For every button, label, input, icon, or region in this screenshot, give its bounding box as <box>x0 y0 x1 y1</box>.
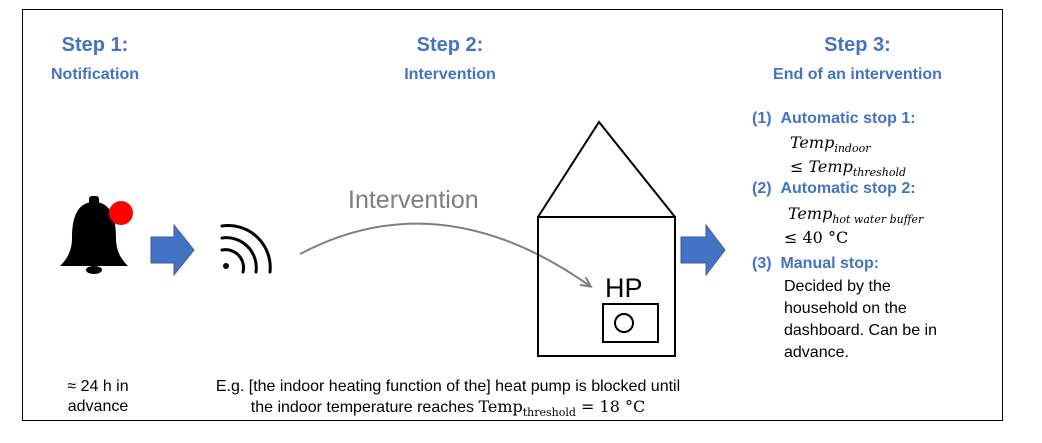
stop-2-lhs: Temphot water buffer <box>788 204 924 227</box>
stop-3-heading: (3) Manual stop: <box>752 255 879 273</box>
step-3-subtitle: End of an intervention <box>773 66 942 83</box>
heat-pump-label: HP <box>605 273 643 303</box>
intervention-example-text: E.g. [the indoor heating function of the… <box>215 378 681 420</box>
notification-lead-time: ≈ 24 h in advance <box>67 378 129 415</box>
block-arrow-2-icon <box>680 223 726 277</box>
step-1-title: Step 1: <box>61 34 129 56</box>
stop-2-heading: (2) Automatic stop 2: <box>752 180 916 198</box>
stop-3-description: Decided by the household on the dashboar… <box>784 278 937 361</box>
house-icon <box>537 120 676 357</box>
stop-1-rhs: ≤ Tempthreshold <box>790 157 906 180</box>
stop-1-lhs: Tempindoor <box>790 133 871 156</box>
stop-3-number: (3) <box>752 255 772 272</box>
stop-2-number: (2) <box>752 180 772 197</box>
heat-pump-unit-icon <box>602 303 659 343</box>
signal-icon <box>220 224 272 274</box>
step-2-subtitle: Intervention <box>404 66 496 83</box>
step-3-title: Step 3: <box>824 34 891 56</box>
intervention-curve-arrow <box>299 222 590 286</box>
step-1-heading: Step 1: Notification <box>40 34 150 84</box>
stop-2-rhs: ≤ 40 °C <box>784 228 849 247</box>
stop-1-number: (1) <box>752 110 772 127</box>
stop-1-heading: (1) Automatic stop 1: <box>752 110 916 128</box>
stop-1-label: Automatic stop 1: <box>780 110 916 127</box>
block-arrow-1-icon <box>150 223 195 277</box>
intervention-arrow-label: Intervention <box>348 186 479 214</box>
diagram-frame <box>22 9 1003 421</box>
stop-3-label: Manual stop: <box>780 255 880 272</box>
notification-dot-icon <box>109 201 133 225</box>
stop-2-label: Automatic stop 2: <box>780 180 916 197</box>
step-3-heading: Step 3: End of an intervention <box>750 34 965 84</box>
step-2-title: Step 2: <box>416 34 484 56</box>
step-1-subtitle: Notification <box>51 66 139 83</box>
step-2-heading: Step 2: Intervention <box>380 34 520 84</box>
